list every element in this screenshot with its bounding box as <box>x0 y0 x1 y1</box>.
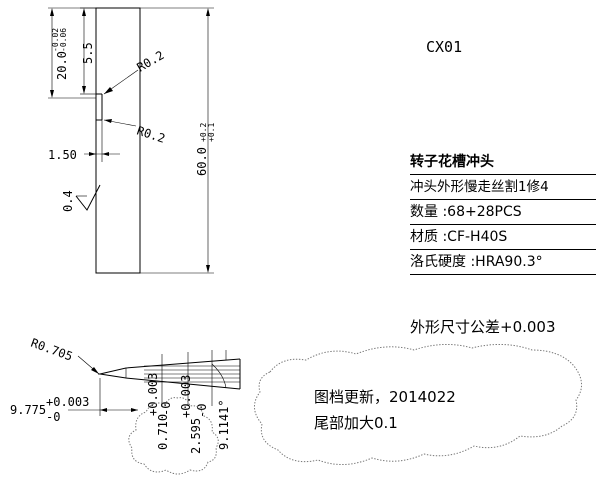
tip-distance-dimension: 9.775 +0.003 -0 <box>10 378 138 424</box>
slot-depth-value: 5.5 <box>81 42 95 64</box>
revision-cloud-small <box>128 397 219 475</box>
total-length-dimension: 60.0 +0.2 +0.1 <box>140 7 216 274</box>
total-length-tol-lower: +0.1 <box>207 123 216 142</box>
radius-upper-callout: R0.2 <box>103 48 167 95</box>
revision-note: 图档更新，2014022 尾部加大0.1 <box>314 384 456 436</box>
tip-width-1-value: 0.710 <box>156 414 170 450</box>
spec-tolerance: 外形尺寸公差+0.003 <box>410 318 556 336</box>
total-length-tol-upper: +0.2 <box>199 123 208 142</box>
tip-width-2-dimension: 2.595 +0.003 -0 <box>179 375 209 454</box>
spec-title: 转子花槽冲头 <box>410 150 596 175</box>
spec-hardness: 洛氏硬度 :HRA90.3° <box>410 250 596 275</box>
punch-body-outline <box>95 7 141 274</box>
radius-lower-callout: R0.2 <box>103 119 167 146</box>
tip-radius-callout: R0.705 <box>29 336 100 375</box>
surface-roughness-symbol: 0.4 <box>61 184 101 212</box>
total-length-value: 60.0 <box>195 147 209 176</box>
tip-width-1-tol-lower: -0 <box>159 402 173 416</box>
tip-angle-dimension: 9.1141° <box>211 363 231 450</box>
spec-material: 材质 :CF-H40S <box>410 225 596 250</box>
punch-side-view <box>95 7 141 274</box>
radius-upper-label: R0.2 <box>135 48 167 75</box>
tip-angle-value: 9.1141° <box>217 399 231 450</box>
roughness-value: 0.4 <box>61 190 75 212</box>
tip-width-1-tol-upper: +0.003 <box>146 373 160 416</box>
height-20-tol-upper: -0.02 <box>51 28 60 52</box>
height-20-tol-lower: -0.06 <box>59 28 68 52</box>
tip-distance-tol-upper: +0.003 <box>46 395 89 409</box>
slot-width-value: 1.50 <box>48 148 77 162</box>
slot-depth-dimension: 5.5 <box>80 7 96 95</box>
tip-width-2-tol-upper: +0.003 <box>179 375 193 418</box>
tip-width-2-value: 2.595 <box>189 418 203 454</box>
spec-process: 冲头外形慢走丝割1修4 <box>410 175 596 200</box>
slot-width-dimension: 1.50 <box>48 120 120 162</box>
spec-table: 转子花槽冲头 冲头外形慢走丝割1修4 数量 :68+28PCS 材质 :CF-H… <box>410 150 596 275</box>
tip-radius-label: R0.705 <box>29 336 75 364</box>
spec-quantity: 数量 :68+28PCS <box>410 200 596 225</box>
tip-distance-value: 9.775 <box>10 403 46 417</box>
tip-detail-view <box>98 350 241 406</box>
drawing-number: CX01 <box>426 38 463 56</box>
revision-note-line-2: 尾部加大0.1 <box>314 414 398 432</box>
revision-note-line-1: 图档更新，2014022 <box>314 388 456 406</box>
height-20-value: 20.0 <box>55 51 69 80</box>
tip-distance-tol-lower: -0 <box>46 410 60 424</box>
tip-width-1-dimension: 0.710 +0.003 -0 <box>146 373 173 450</box>
